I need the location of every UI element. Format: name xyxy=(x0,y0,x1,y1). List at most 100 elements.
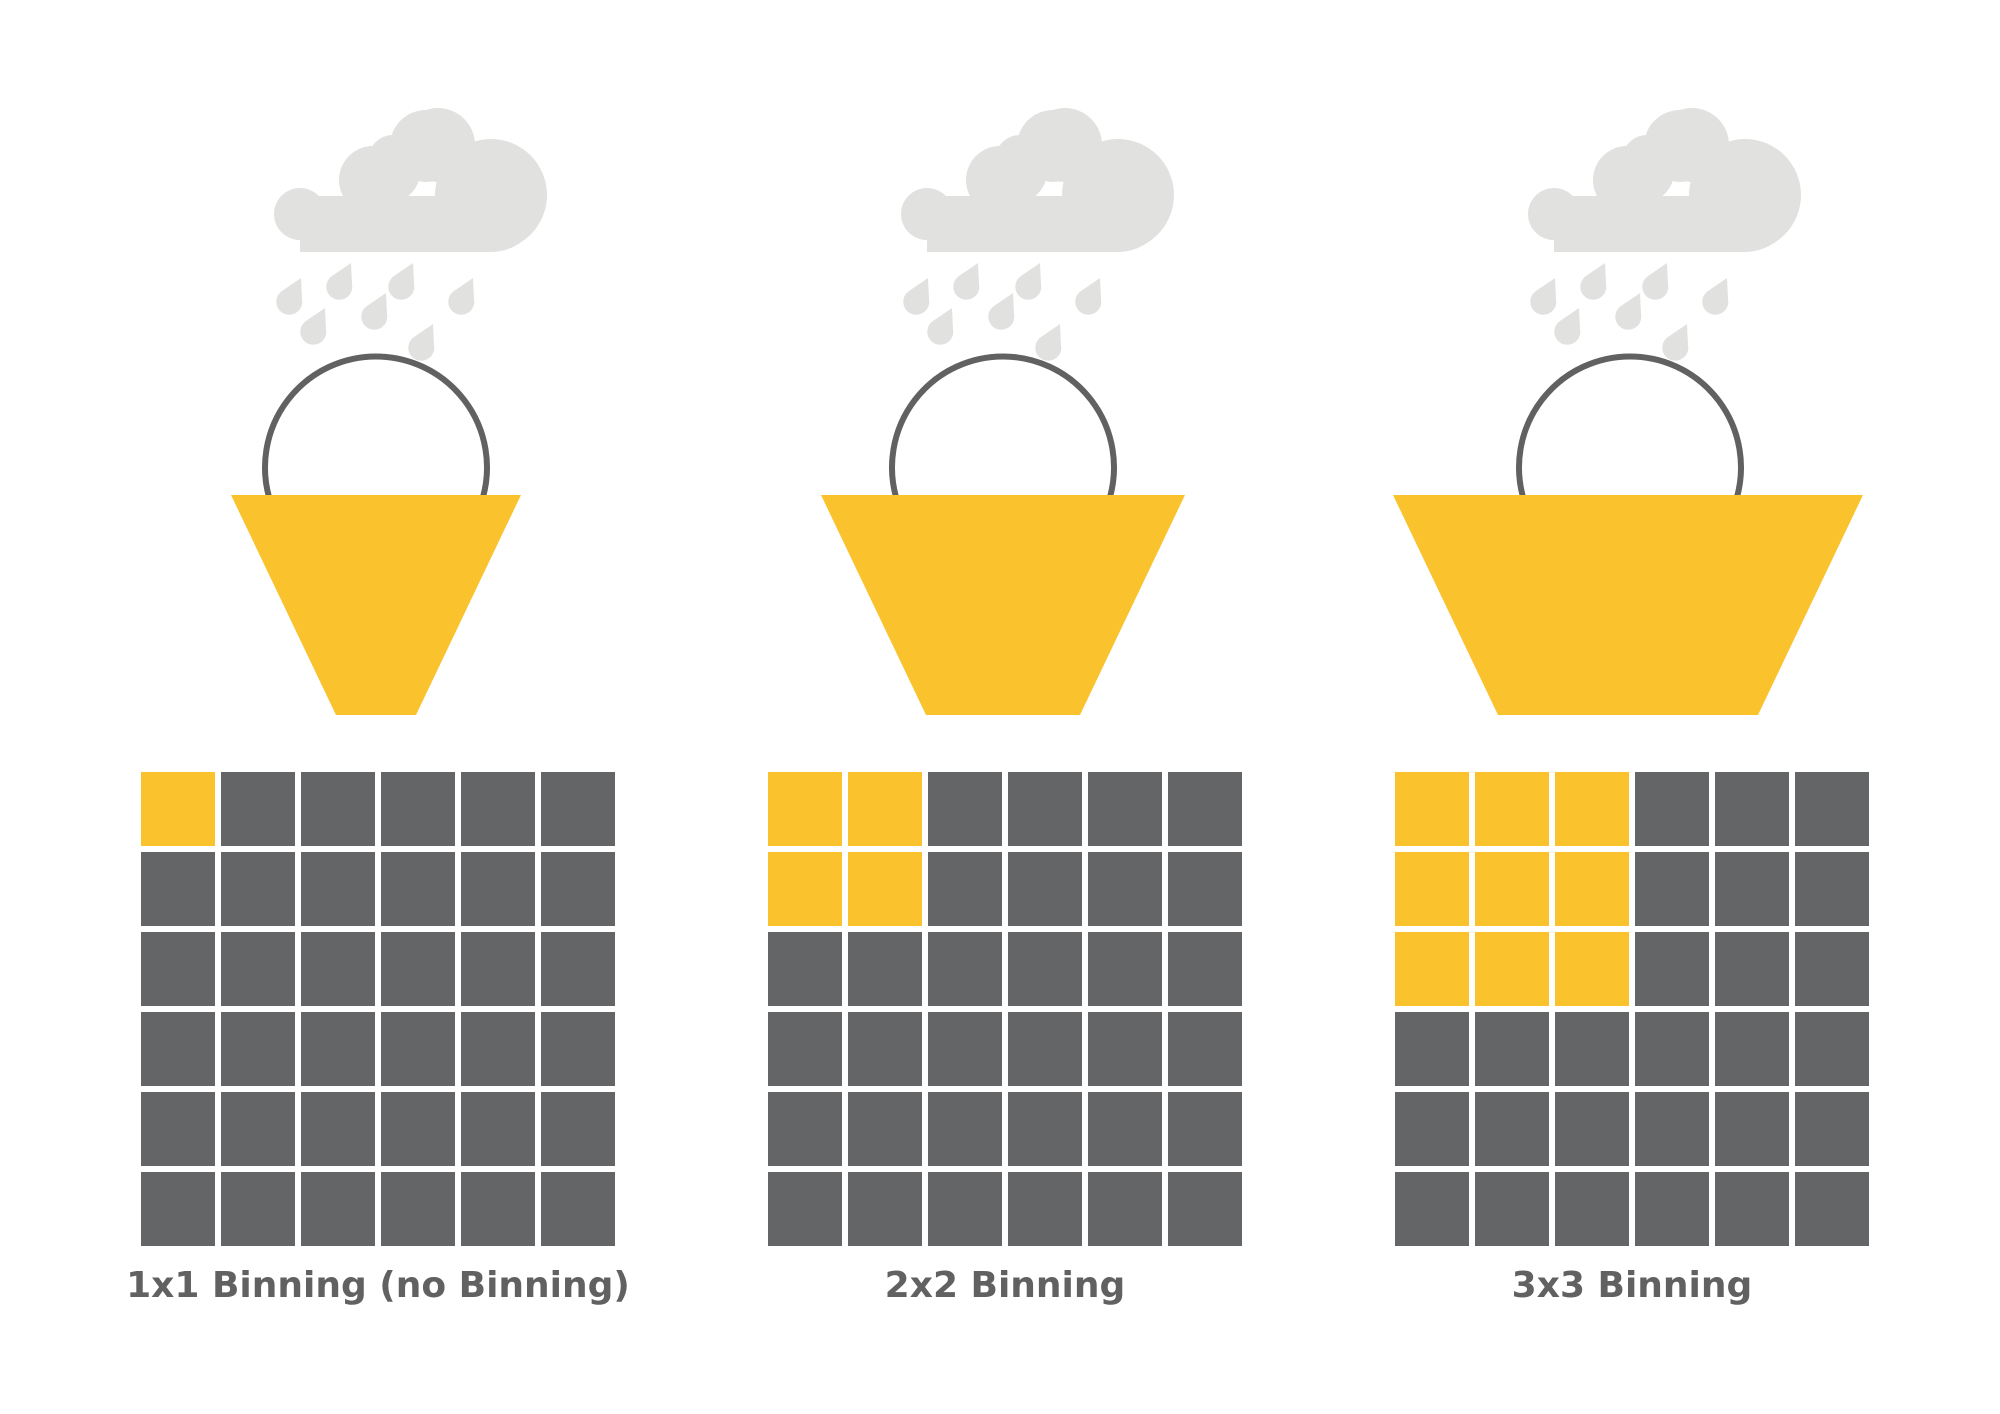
pixel-cell xyxy=(928,852,1002,926)
raindrop-icon xyxy=(276,278,303,315)
raindrop-icon xyxy=(300,308,327,345)
pixel-cell xyxy=(221,1012,295,1086)
raindrop-icon xyxy=(326,263,353,300)
pixel-cell xyxy=(848,932,922,1006)
pixel-cell xyxy=(928,772,1002,846)
rain-group xyxy=(1530,263,1729,361)
pixel-cell-binned xyxy=(1555,852,1629,926)
raindrop-icon xyxy=(1035,324,1062,361)
pixel-cell xyxy=(1475,1092,1549,1166)
pixel-cell xyxy=(541,1012,615,1086)
pixel-cell xyxy=(1715,932,1789,1006)
pixel-cell xyxy=(1168,852,1242,926)
pixel-grid xyxy=(141,772,615,1246)
raindrop-icon xyxy=(1075,278,1102,315)
pixel-cell xyxy=(1168,932,1242,1006)
pixel-cell xyxy=(1555,1172,1629,1246)
raindrop-icon xyxy=(1530,278,1557,315)
pixel-cell-binned xyxy=(1475,852,1549,926)
pixel-cell xyxy=(1715,1012,1789,1086)
pixel-cell xyxy=(381,1092,455,1166)
pixel-cell xyxy=(301,932,375,1006)
bucket-icon xyxy=(231,495,521,715)
pixel-cell xyxy=(1008,1012,1082,1086)
pixel-cell xyxy=(1008,772,1082,846)
pixel-cell xyxy=(301,772,375,846)
pixel-cell xyxy=(928,1092,1002,1166)
pixel-cell-binned xyxy=(1475,932,1549,1006)
pixel-cell xyxy=(301,1092,375,1166)
pixel-cell xyxy=(301,1012,375,1086)
pixel-cell-binned xyxy=(1555,932,1629,1006)
raindrop-icon xyxy=(1580,263,1607,300)
pixel-cell xyxy=(1635,852,1709,926)
raindrop-icon xyxy=(408,324,435,361)
pixel-cell-binned xyxy=(141,772,215,846)
pixel-cell xyxy=(1715,852,1789,926)
pixel-cell xyxy=(1715,1092,1789,1166)
pixel-grid xyxy=(768,772,1242,1246)
pixel-cell xyxy=(1008,1092,1082,1166)
pixel-cell xyxy=(541,1172,615,1246)
pixel-cell xyxy=(1008,932,1082,1006)
pixel-cell xyxy=(381,772,455,846)
pixel-cell-binned xyxy=(1555,772,1629,846)
pixel-cell xyxy=(1088,932,1162,1006)
raindrop-icon xyxy=(388,263,415,300)
raindrop-icon xyxy=(988,293,1015,330)
pixel-cell xyxy=(1088,1012,1162,1086)
raindrop-icon xyxy=(1642,263,1669,300)
binning-panel-3: 3x3 Binning xyxy=(1393,108,1869,1306)
pixel-cell xyxy=(301,852,375,926)
pixel-cell xyxy=(1795,1172,1869,1246)
pixel-cell xyxy=(381,1172,455,1246)
pixel-cell xyxy=(848,1012,922,1086)
pixel-cell xyxy=(221,852,295,926)
pixel-cell xyxy=(301,1172,375,1246)
pixel-cell xyxy=(1635,772,1709,846)
pixel-cell xyxy=(461,1012,535,1086)
rain-group xyxy=(276,263,475,361)
pixel-cell-binned xyxy=(848,852,922,926)
pixel-cell-binned xyxy=(768,772,842,846)
bucket-handle xyxy=(262,353,490,498)
pixel-cell xyxy=(1635,1092,1709,1166)
bucket-icon xyxy=(1393,495,1863,715)
cloud-icon xyxy=(274,108,547,252)
pixel-cell xyxy=(461,772,535,846)
pixel-cell xyxy=(1795,772,1869,846)
panel-label: 1x1 Binning (no Binning) xyxy=(126,1265,630,1306)
pixel-cell xyxy=(1088,1172,1162,1246)
pixel-cell xyxy=(541,1092,615,1166)
pixel-cell xyxy=(1168,1012,1242,1086)
pixel-cell xyxy=(1795,852,1869,926)
pixel-cell xyxy=(141,932,215,1006)
pixel-cell xyxy=(1715,1172,1789,1246)
pixel-cell-binned xyxy=(1395,932,1469,1006)
pixel-cell xyxy=(1715,772,1789,846)
pixel-cell xyxy=(768,1172,842,1246)
pixel-cell xyxy=(1475,1172,1549,1246)
pixel-cell xyxy=(1395,1092,1469,1166)
pixel-cell xyxy=(1795,932,1869,1006)
raindrop-icon xyxy=(1702,278,1729,315)
pixel-cell xyxy=(768,1012,842,1086)
pixel-cell xyxy=(1088,1092,1162,1166)
pixel-cell xyxy=(1795,1092,1869,1166)
pixel-cell xyxy=(1395,1012,1469,1086)
pixel-cell xyxy=(928,1172,1002,1246)
pixel-cell xyxy=(1168,1092,1242,1166)
pixel-cell xyxy=(1555,1012,1629,1086)
pixel-cell xyxy=(928,1012,1002,1086)
rain-group xyxy=(903,263,1102,361)
pixel-cell xyxy=(541,852,615,926)
pixel-grid xyxy=(1395,772,1869,1246)
binning-panel-2: 2x2 Binning xyxy=(768,108,1242,1306)
pixel-cell-binned xyxy=(768,852,842,926)
panel-label: 3x3 Binning xyxy=(1512,1265,1753,1306)
pixel-cell xyxy=(928,932,1002,1006)
pixel-cell xyxy=(381,1012,455,1086)
pixel-cell xyxy=(1395,1172,1469,1246)
pixel-cell xyxy=(1635,1172,1709,1246)
